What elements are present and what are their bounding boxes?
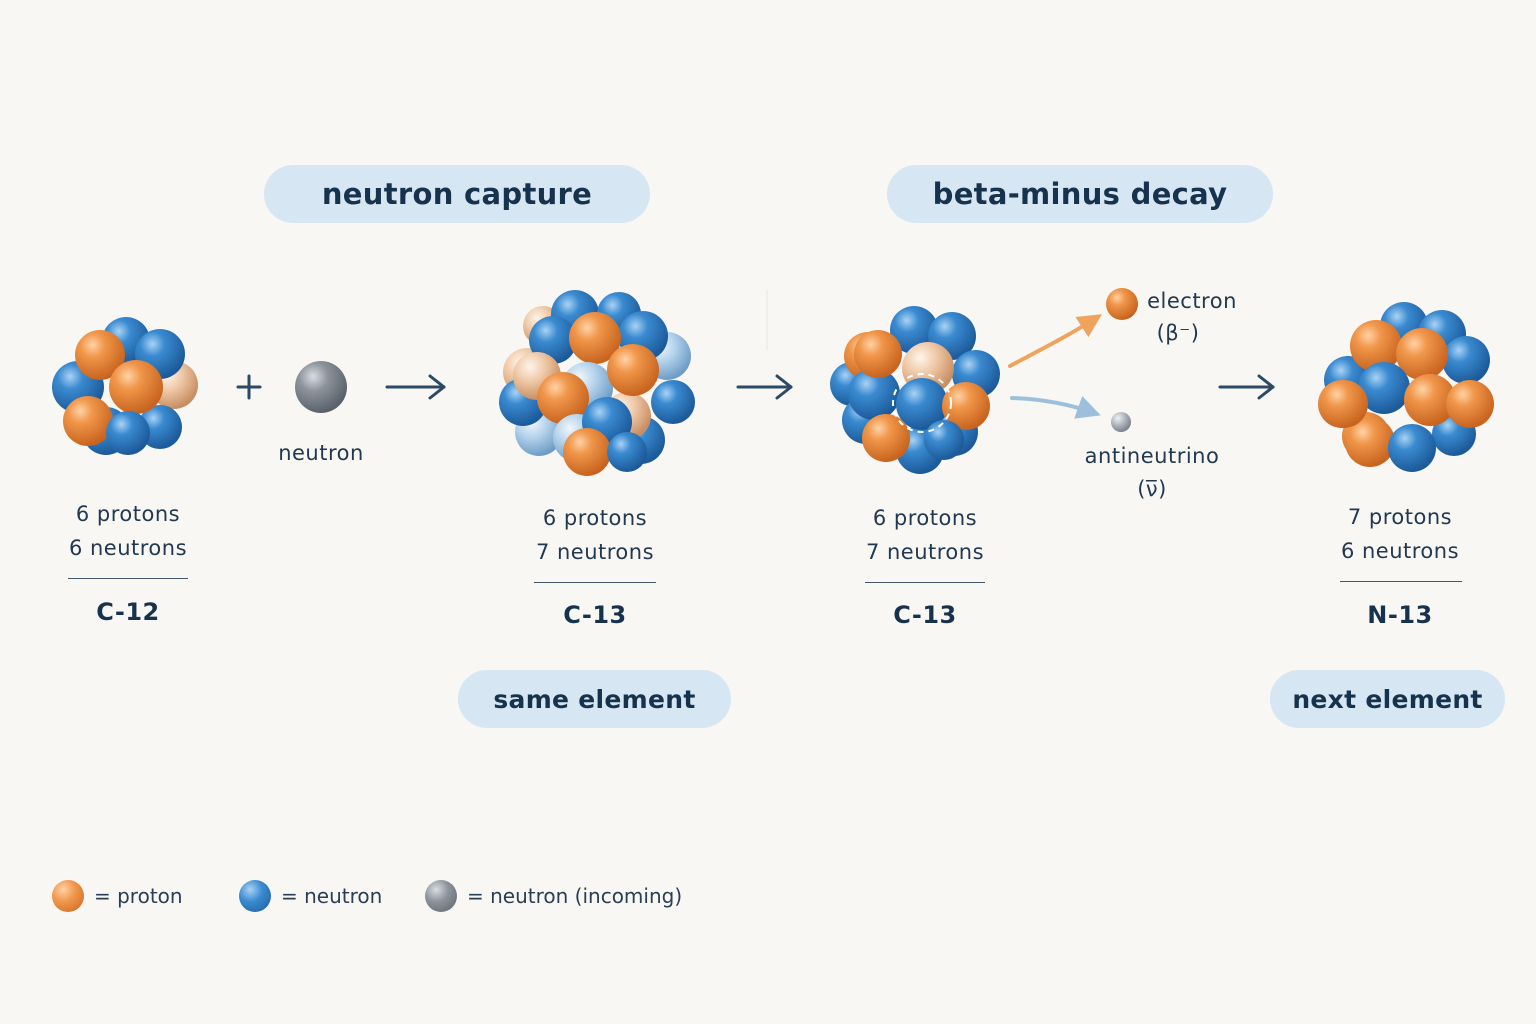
- neutron-sphere: [529, 316, 577, 364]
- neutron-sphere: [924, 420, 964, 460]
- neutron-sphere: [106, 411, 150, 455]
- neutron-swatch-icon: [239, 880, 271, 912]
- proton-sphere: [1396, 328, 1448, 380]
- proton-sphere: [1446, 380, 1494, 428]
- proton-sphere: [75, 330, 125, 380]
- electron-particle: [1106, 288, 1138, 320]
- reaction-arrow-2: [736, 374, 793, 400]
- stage2-divider: [534, 582, 656, 583]
- neutron-label: neutron: [278, 441, 364, 465]
- nucleus-c13-decaying: [830, 306, 1000, 474]
- proton-sphere: [563, 428, 611, 476]
- stage1-divider: [68, 578, 188, 579]
- neutron-sphere: [848, 368, 900, 420]
- legend-neutron-label: = neutron: [281, 884, 383, 908]
- neutron-capture-pill: neutron capture: [264, 165, 650, 223]
- stage4-neutrons: 6 neutrons: [1340, 539, 1460, 563]
- legend-proton: = proton: [52, 880, 183, 912]
- electron-emission-arrow: [1008, 314, 1103, 368]
- stage1-protons: 6 protons: [75, 502, 181, 526]
- electron-label: electron: [1147, 289, 1237, 313]
- stage4-divider: [1340, 581, 1462, 582]
- proton-sphere: [1320, 380, 1368, 428]
- plus-sign: [236, 374, 262, 400]
- neutron-sphere: [607, 432, 647, 472]
- proton-sphere: [63, 396, 113, 446]
- antineutrino-particle: [1111, 412, 1131, 432]
- reaction-arrow-3: [1218, 374, 1275, 400]
- electron-symbol: (β⁻): [1156, 321, 1200, 345]
- proton-sphere: [862, 414, 910, 462]
- proton-sphere: [942, 382, 990, 430]
- nucleus-c12: [52, 317, 198, 455]
- antineutrino-emission-arrow: [1010, 396, 1101, 419]
- neutron-sphere: [1442, 336, 1490, 384]
- decaying-neutron-highlight: [892, 373, 952, 433]
- legend-proton-label: = proton: [94, 884, 183, 908]
- legend-incoming-label: = neutron (incoming): [467, 884, 683, 908]
- proton-sphere: [537, 372, 589, 424]
- nucleus-c13: [499, 290, 695, 476]
- proton-swatch-icon: [52, 880, 84, 912]
- proton-sphere: [854, 330, 902, 378]
- same-element-pill: same element: [458, 670, 731, 728]
- neutron-sphere: [896, 378, 948, 430]
- proton-sphere: [569, 312, 621, 364]
- legend-incoming: = neutron (incoming): [425, 880, 682, 912]
- stage3-protons: 6 protons: [872, 506, 978, 530]
- stage3-isotope: C-13: [893, 601, 957, 629]
- nucleus-n13: [1318, 302, 1494, 472]
- stage2-protons: 6 protons: [542, 506, 648, 530]
- proton-sphere: [1350, 320, 1402, 372]
- neutron-sphere: [651, 380, 695, 424]
- beta-minus-decay-pill: beta-minus decay: [887, 165, 1273, 223]
- neutron-sphere: [1358, 362, 1410, 414]
- stage4-isotope: N-13: [1367, 601, 1433, 629]
- stage1-neutrons: 6 neutrons: [68, 536, 188, 560]
- neutron-sphere: [1388, 424, 1436, 472]
- incoming-neutron-swatch-icon: [425, 880, 457, 912]
- antineutrino-label: antineutrino: [1084, 444, 1220, 468]
- stage2-isotope: C-13: [563, 601, 627, 629]
- stage3-divider: [865, 582, 985, 583]
- stage2-neutrons: 7 neutrons: [535, 540, 655, 564]
- incoming-neutron: [295, 361, 347, 413]
- stage4-protons: 7 protons: [1347, 505, 1453, 529]
- proton-sphere: [109, 360, 163, 414]
- proton-sphere: [1345, 417, 1395, 467]
- next-element-pill: next element: [1270, 670, 1505, 728]
- stage3-neutrons: 7 neutrons: [865, 540, 985, 564]
- proton-sphere: [607, 344, 659, 396]
- legend-neutron: = neutron: [239, 880, 382, 912]
- antineutrino-symbol: (ν̅): [1137, 477, 1167, 501]
- neutron-sphere: [890, 306, 938, 354]
- reaction-arrow-1: [385, 374, 446, 400]
- stage1-isotope: C-12: [96, 598, 160, 626]
- proton-sphere: [1404, 374, 1456, 426]
